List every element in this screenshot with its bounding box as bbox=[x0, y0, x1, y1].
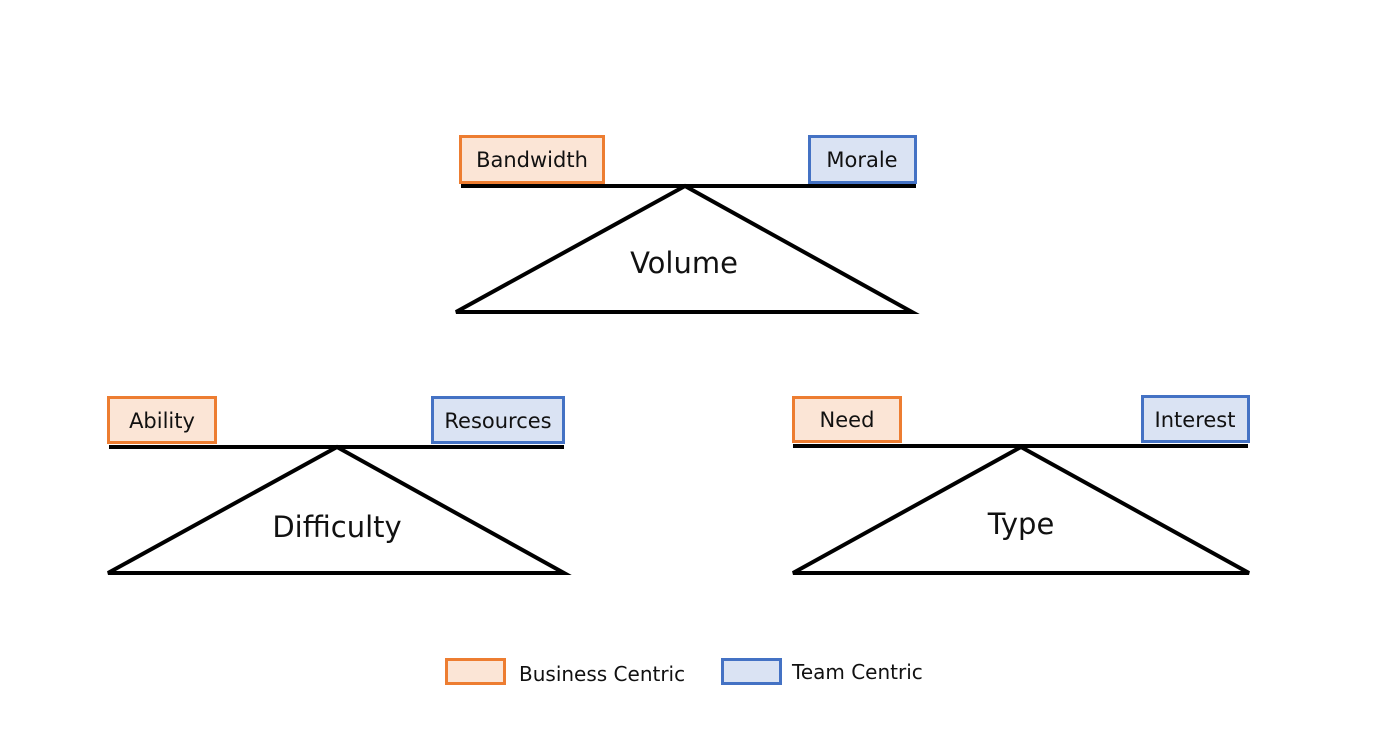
fulcrum-triangle-volume bbox=[455, 183, 920, 314]
box-bandwidth bbox=[459, 135, 605, 184]
legend-label-team: Team Centric bbox=[791, 660, 923, 684]
scale-difficulty: Ability Resources Difficulty bbox=[107, 396, 572, 575]
fulcrum-triangle-difficulty bbox=[107, 444, 572, 575]
box-resources bbox=[431, 396, 565, 444]
label-ability: Ability bbox=[129, 409, 195, 433]
box-interest bbox=[1141, 395, 1250, 443]
label-resources: Resources bbox=[444, 409, 551, 433]
legend-label-business: Business Centric bbox=[519, 662, 685, 686]
legend-swatch-business bbox=[445, 658, 506, 685]
legend-swatch-team bbox=[721, 658, 782, 685]
label-morale: Morale bbox=[826, 148, 897, 172]
label-bandwidth: Bandwidth bbox=[476, 148, 588, 172]
label-interest: Interest bbox=[1155, 408, 1236, 432]
label-need: Need bbox=[820, 408, 875, 432]
scale-type: Need Interest Type bbox=[792, 395, 1250, 575]
fulcrum-label-type: Type bbox=[987, 507, 1055, 541]
fulcrum-triangle-type bbox=[792, 444, 1250, 575]
scale-volume: Bandwidth Morale Volume bbox=[455, 135, 920, 314]
legend: Business Centric Team Centric bbox=[445, 658, 923, 686]
box-need bbox=[792, 396, 902, 443]
box-morale bbox=[808, 135, 917, 184]
fulcrum-label-volume: Volume bbox=[630, 246, 738, 280]
box-ability bbox=[107, 396, 217, 444]
fulcrum-label-difficulty: Difficulty bbox=[272, 510, 401, 544]
